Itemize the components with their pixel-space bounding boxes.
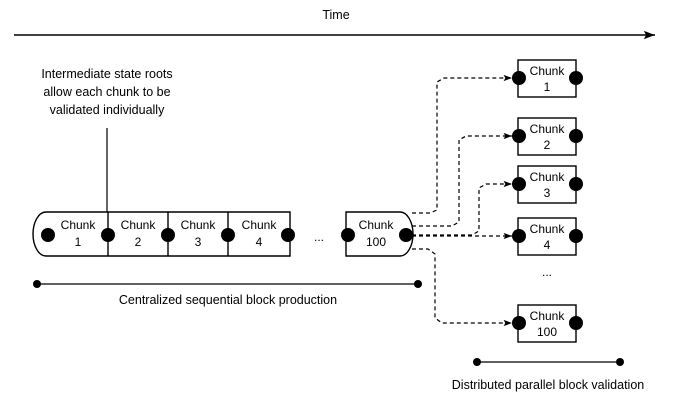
sequential-chunk-2[interactable]: Chunk 2 <box>121 218 157 249</box>
sequential-chain-ellipsis: ... <box>314 230 324 244</box>
state-root-dot-4 <box>281 228 295 242</box>
parallel-chunk-100[interactable]: Chunk 100 <box>512 304 583 343</box>
parallel-chunk-2-right-dot <box>569 129 583 143</box>
parallel-chunk-1-left-dot <box>512 71 526 85</box>
distribution-path-to-chunk-100 <box>412 248 512 327</box>
time-axis: Time <box>14 8 655 40</box>
sequential-chunk-1[interactable]: Chunk 1 <box>61 218 97 249</box>
parallel-chunk-4-left-dot <box>512 229 526 243</box>
parallel-chunk-2-number: 2 <box>544 138 551 152</box>
distribution-paths <box>412 74 512 327</box>
parallel-chunk-1-right-dot <box>569 71 583 85</box>
parallel-chunk-4-number: 4 <box>544 238 551 252</box>
sequential-chain: Chunk 1 Chunk 2 Chunk 3 Chunk 4 <box>32 211 324 257</box>
parallel-chunk-2-box <box>517 117 577 156</box>
sequential-chunk-3-name: Chunk <box>181 218 217 232</box>
sequential-chunk-3-number: 3 <box>195 235 202 249</box>
parallel-chunk-1-name: Chunk <box>530 64 566 78</box>
parallel-chunk-1[interactable]: Chunk 1 <box>512 59 583 98</box>
distribution-path-to-chunk-1 <box>412 74 512 214</box>
chunk-100-left-dot <box>341 228 355 242</box>
parallel-chunk-4-box <box>517 217 577 256</box>
parallel-chunk-2-name: Chunk <box>530 122 566 136</box>
left-measure-dot-start <box>33 280 41 288</box>
time-axis-label: Time <box>322 8 349 22</box>
right-measure-dot-start <box>473 358 481 366</box>
parallel-chunk-100-number: 100 <box>537 325 557 339</box>
parallel-chunk-3-box <box>517 165 577 204</box>
sequential-chunk-1-number: 1 <box>75 235 82 249</box>
parallel-chunk-100-left-dot <box>512 316 526 330</box>
parallel-chunk-4-right-dot <box>569 229 583 243</box>
right-caption: Distributed parallel block validation <box>452 378 645 392</box>
parallel-chunks-ellipsis: ... <box>542 265 552 279</box>
sequential-chunk-100-name: Chunk <box>359 218 395 232</box>
parallel-chunk-4[interactable]: Chunk 4 <box>512 217 583 256</box>
annotation-line-1: Intermediate state roots <box>41 67 172 81</box>
sequential-chunk-4[interactable]: Chunk 4 <box>242 218 278 249</box>
parallel-chunk-3-left-dot <box>512 177 526 191</box>
parallel-chunk-1-box <box>517 59 577 98</box>
right-measure-dot-end <box>616 358 624 366</box>
parallel-chunk-3[interactable]: Chunk 3 <box>512 165 583 204</box>
parallel-chunk-2-left-dot <box>512 129 526 143</box>
sequential-chunk-100[interactable]: Chunk 100 <box>341 211 414 257</box>
state-root-dot-2 <box>161 228 175 242</box>
distribution-path-to-chunk-3 <box>412 180 512 236</box>
sequential-chunk-1-name: Chunk <box>61 218 97 232</box>
parallel-chunk-100-box <box>517 304 577 343</box>
left-caption: Centralized sequential block production <box>119 293 337 307</box>
state-root-dot-3 <box>221 228 235 242</box>
intermediate-state-roots-annotation: Intermediate state roots allow each chun… <box>41 67 173 225</box>
parallel-chunk-3-number: 3 <box>544 186 551 200</box>
sequential-chunk-4-name: Chunk <box>242 218 278 232</box>
sequential-chunk-2-number: 2 <box>135 235 142 249</box>
annotation-line-2: allow each chunk to be <box>43 85 170 99</box>
annotation-line-3: validated individually <box>50 103 165 117</box>
sequential-production-measure: Centralized sequential block production <box>33 280 422 307</box>
parallel-chunk-100-right-dot <box>569 316 583 330</box>
parallel-chunk-2[interactable]: Chunk 2 <box>512 117 583 156</box>
state-root-dot-0 <box>41 228 55 242</box>
state-root-dot-1 <box>101 228 115 242</box>
chunk-100-right-dot <box>399 228 413 242</box>
sequential-chunk-2-name: Chunk <box>121 218 157 232</box>
sequential-chunk-100-number: 100 <box>366 235 386 249</box>
left-measure-dot-end <box>414 280 422 288</box>
parallel-chunk-4-name: Chunk <box>530 222 566 236</box>
parallel-validation-measure: Distributed parallel block validation <box>452 358 645 392</box>
parallel-chunk-1-number: 1 <box>544 80 551 94</box>
sequential-chunk-3[interactable]: Chunk 3 <box>181 218 217 249</box>
parallel-chunk-3-right-dot <box>569 177 583 191</box>
parallel-chunk-3-name: Chunk <box>530 170 566 184</box>
parallel-chunk-100-name: Chunk <box>530 309 566 323</box>
sequential-chunk-4-number: 4 <box>256 235 263 249</box>
